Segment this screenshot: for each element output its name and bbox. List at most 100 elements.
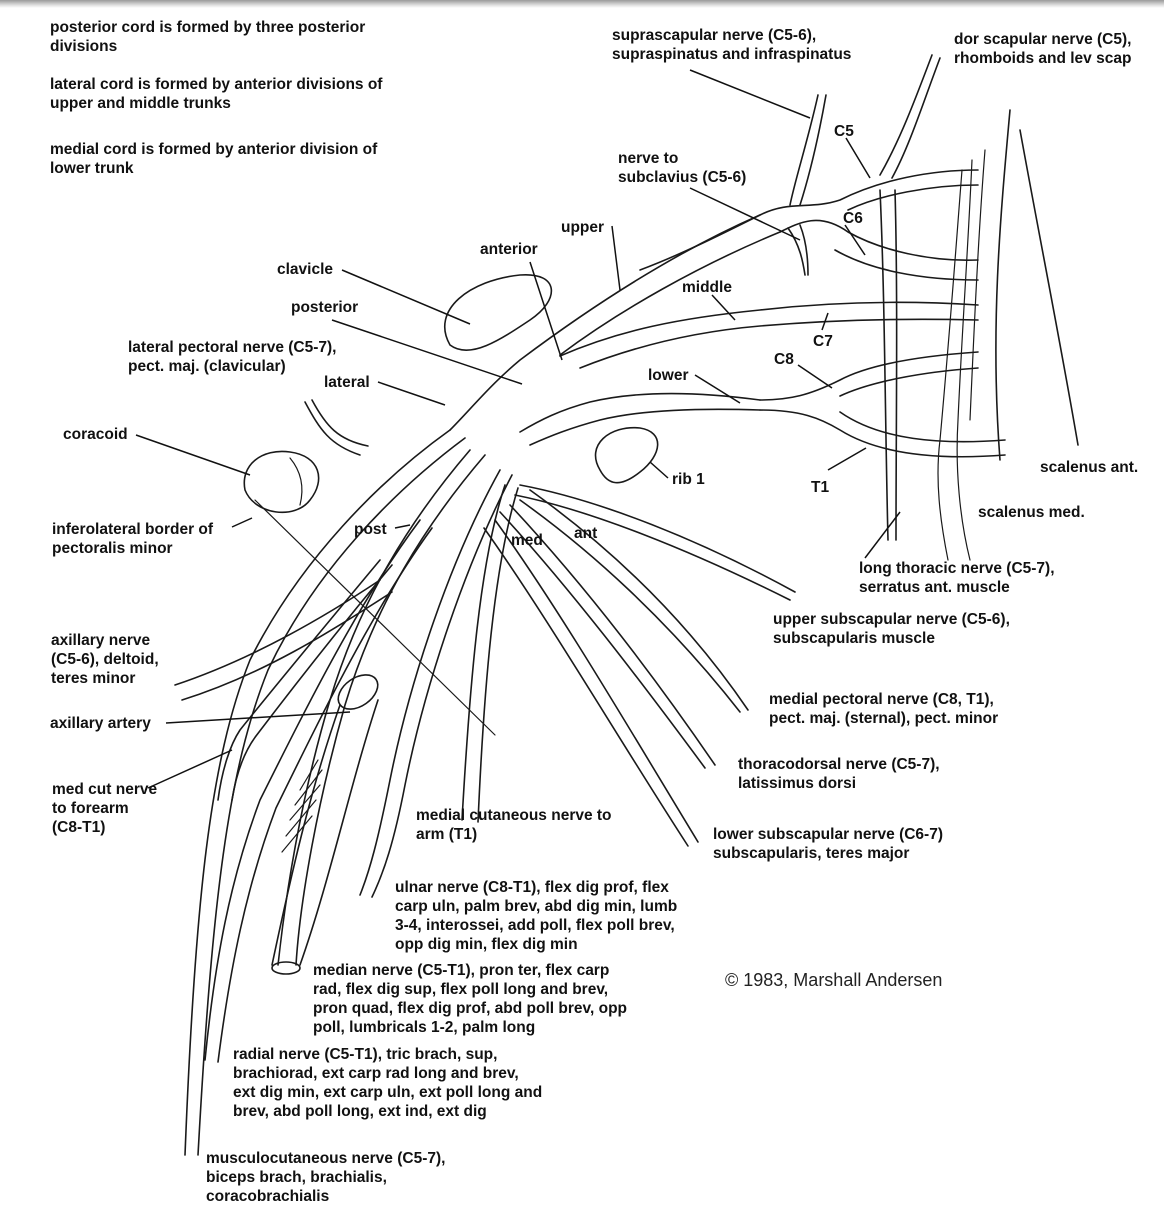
artery-cut-end <box>271 961 301 975</box>
lateral-pectoral-nerve <box>304 401 361 456</box>
leader-lateral <box>377 381 446 406</box>
leader-c6 <box>844 224 866 256</box>
medial-cutaneous-arm-b <box>477 487 519 823</box>
median-nerve-b <box>295 454 486 966</box>
clavicle-label: clavicle <box>277 261 334 278</box>
c6-root-lower <box>834 249 979 281</box>
subclavius-branch <box>799 224 809 276</box>
axillary-nerve-b <box>181 591 393 701</box>
leader-inferolateral <box>231 517 253 528</box>
leader-c5 <box>845 137 871 179</box>
axillary-artery-wall <box>271 704 341 966</box>
axillary-artery-label: axillary artery <box>50 715 151 732</box>
upper-trunk-lower-edge <box>559 231 781 356</box>
upper-subscapular-label: upper subscapular nerve (C5-6), subscapu… <box>773 611 1010 647</box>
muscle-striation <box>969 149 986 421</box>
lower-subscapular-nerve-b <box>483 527 689 847</box>
c5-label: C5 <box>834 123 854 140</box>
leader-rib1 <box>649 461 669 479</box>
upper-trunk-label: upper <box>561 219 605 236</box>
artery-hatching <box>281 759 323 853</box>
suprascapular-label: suprascapular nerve (C5-6), supraspinatu… <box>612 27 852 63</box>
ulnar-nerve <box>359 469 501 896</box>
copyright-notice: © 1983, Marshall Andersen <box>725 970 943 990</box>
rib1-shape <box>594 426 659 484</box>
c8-root-lower <box>839 367 979 397</box>
upper-subscapular-nerve-b <box>514 494 791 601</box>
musculocutaneous-nerve-b <box>197 437 466 1156</box>
musculocutaneous-nerve <box>184 429 451 1156</box>
dor-scapular-branch-b <box>891 57 941 179</box>
rib1-label: rib 1 <box>672 471 705 488</box>
scalenus-med-inner <box>956 159 973 561</box>
lower-subscapular-label: lower subscapular nerve (C6-7) subscapul… <box>713 826 943 862</box>
c8-root <box>759 351 979 401</box>
upper-trunk <box>449 214 761 431</box>
anterior-label: anterior <box>480 241 538 258</box>
lower-trunk-label: lower <box>648 367 689 384</box>
t1-root <box>759 409 1006 458</box>
t1-root-upper <box>839 411 1006 443</box>
c5-root-lower <box>847 184 979 211</box>
scalenus-med-outline <box>937 169 963 561</box>
leader-lower <box>694 374 741 404</box>
window-top-shadow <box>0 0 1164 8</box>
t1-label: T1 <box>811 479 830 496</box>
dor-scapular-label: dor scapular nerve (C5), rhomboids and l… <box>954 31 1132 67</box>
musculocutaneous-label: musculocutaneous nerve (C5-7), biceps br… <box>206 1150 446 1205</box>
thoracodorsal-label: thoracodorsal nerve (C5-7), latissimus d… <box>738 756 940 792</box>
axillary-nerve-label: axillary nerve (C5-6), deltoid, teres mi… <box>51 632 159 687</box>
medial-cutaneous-arm <box>461 484 506 821</box>
leader-clavicle <box>341 269 471 325</box>
lateral-cord-note: lateral cord is formed by anterior divis… <box>50 76 383 112</box>
radial-nerve <box>204 519 421 1061</box>
posterior-cord-note: posterior cord is formed by three poster… <box>50 19 366 55</box>
leader-c8 <box>797 364 833 389</box>
lower-trunk <box>519 392 761 433</box>
ulnar-nerve-b <box>371 474 513 898</box>
leader-middle <box>711 294 736 321</box>
leader-anterior <box>529 261 563 361</box>
thoracodorsal-nerve <box>509 504 716 766</box>
medial-pectoral-nerve <box>529 489 749 711</box>
med-label: med <box>511 532 543 549</box>
scalenus-ant-label: scalenus ant. <box>1040 459 1139 476</box>
c6-label: C6 <box>843 210 863 227</box>
leader-med-cut <box>147 749 233 789</box>
coracoid-label: coracoid <box>63 426 128 443</box>
axillary-artery-wall-b <box>299 699 379 966</box>
upper-subscapular-nerve <box>519 484 796 593</box>
lateral-pectoral-label: lateral pectoral nerve (C5-7), pect. maj… <box>128 339 337 375</box>
leader-suprascapular <box>689 69 811 119</box>
leader-c7 <box>821 312 829 331</box>
medial-cutaneous-arm-label: medial cutaneous nerve to arm (T1) <box>416 807 612 843</box>
leader-posterior <box>331 319 523 385</box>
post-label: post <box>354 521 387 538</box>
leader-axillary-artery <box>165 711 351 724</box>
suprascapular-branch <box>789 94 819 206</box>
leader-t1 <box>827 447 867 471</box>
leader-coracoid <box>135 434 251 476</box>
axillary-nerve <box>174 579 381 686</box>
long-thoracic-label: long thoracic nerve (C5-7), serratus ant… <box>859 560 1055 596</box>
med-cut-forearm-label: med cut nerve to forearm (C8-T1) <box>52 781 158 836</box>
c6-root <box>779 219 979 262</box>
scalenus-med-label: scalenus med. <box>978 504 1085 521</box>
middle-trunk-label: middle <box>682 279 732 296</box>
lower-trunk-b <box>529 408 761 446</box>
medial-cord-note: medial cord is formed by anterior divisi… <box>50 141 378 177</box>
long-thoracic-nerve-b <box>894 189 898 541</box>
posterior-label: posterior <box>291 299 359 316</box>
suprascapular-branch-b <box>799 94 827 206</box>
coracoid-shading <box>289 457 303 506</box>
scalenus-ant-outline <box>1019 129 1079 446</box>
lateral-pectoral-nerve-b <box>311 399 369 447</box>
long-thoracic-nerve <box>879 189 889 541</box>
dor-scapular-branch <box>879 54 933 176</box>
coracoid-shape <box>243 450 320 514</box>
leader-long-thoracic <box>864 511 901 559</box>
clavicle-shape <box>443 274 553 351</box>
leader-post <box>394 524 411 529</box>
